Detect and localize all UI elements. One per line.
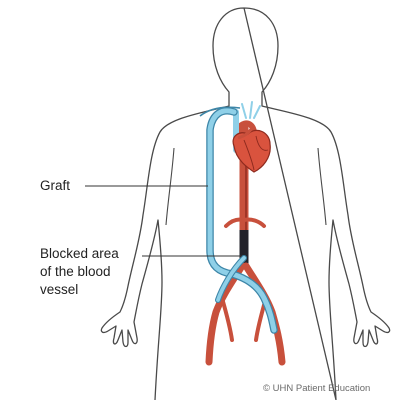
blocked-label-line-1: Blocked area — [40, 246, 119, 261]
graft-top-connection — [199, 106, 241, 117]
renal-artery-right — [242, 217, 266, 228]
neck-vessels — [241, 101, 261, 119]
graft-label: Graft — [40, 178, 71, 193]
iliac-artery-left — [205, 262, 246, 366]
right-arm-inner-line — [317, 147, 327, 226]
left-arm-inner-line — [165, 147, 175, 226]
blocked-label-line-2: of the blood — [40, 264, 111, 279]
blocked-label-line-3: vessel — [40, 282, 79, 297]
graft-branch-left-fill — [216, 256, 246, 302]
body-outline — [100, 7, 391, 400]
iliac-branch-left — [220, 296, 234, 342]
blocked-area-label: Blocked area of the blood vessel — [40, 245, 119, 299]
copyright-notice: © UHN Patient Education — [263, 383, 371, 394]
heart-icon — [232, 127, 271, 173]
